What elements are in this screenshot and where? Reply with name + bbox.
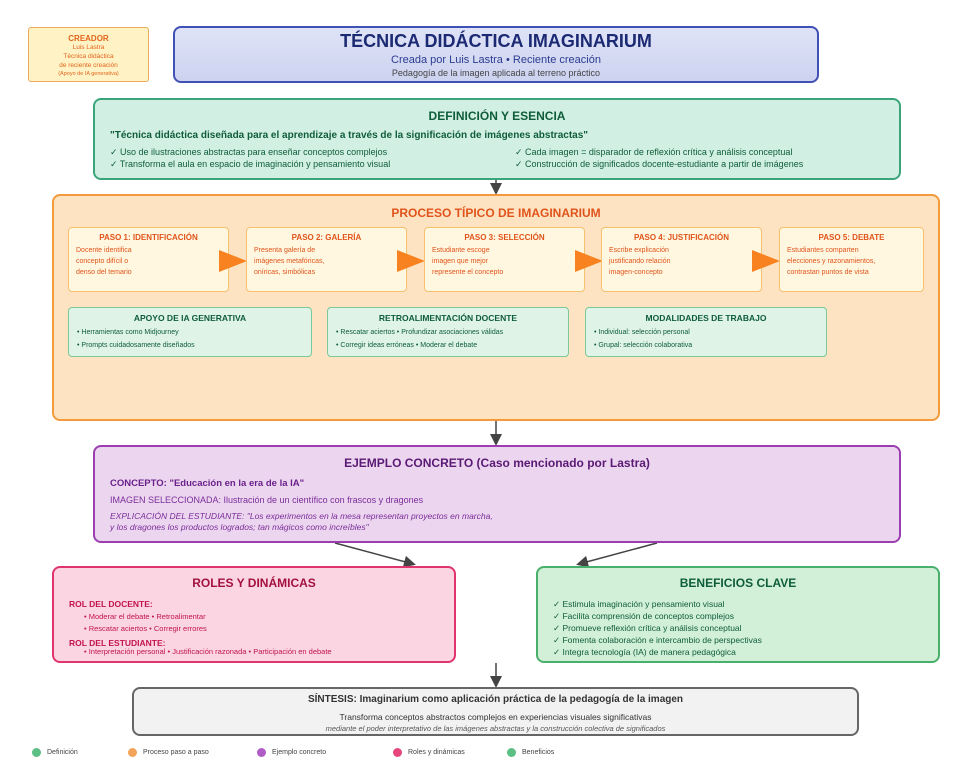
teacher-role-heading: ROL DEL DOCENTE:	[69, 599, 153, 609]
arrow-ejemplo-to-beneficios	[576, 542, 658, 568]
header-subtitle: Creada por Luis Lastra • Reciente creaci…	[391, 54, 601, 66]
student-role-heading: ROL DEL ESTUDIANTE:	[69, 638, 166, 648]
synthesis-box: SÍNTESIS: Imaginarium como aplicación pr…	[132, 687, 859, 736]
legend-item-ejemplo: Ejemplo concreto	[257, 748, 326, 757]
step-title: PASO 4: JUSTIFICACIÓN	[634, 233, 729, 242]
header-box: TÉCNICA DIDÁCTICA IMAGINARIUM Creada por…	[173, 26, 819, 83]
header-tagline: Pedagogía de la imagen aplicada al terre…	[391, 68, 601, 78]
step-body: Escribe explicación justificando relació…	[609, 247, 671, 276]
support-card-modalities: MODALIDADES DE TRABAJO • Individual: sel…	[585, 307, 827, 357]
definition-box: DEFINICIÓN Y ESENCIA "Técnica didáctica …	[93, 98, 901, 180]
definition-point: ✓ Construcción de significados docente-e…	[515, 159, 804, 169]
synthesis-line: Transforma conceptos abstractos complejo…	[339, 712, 652, 722]
legend-label: Roles y dinámicas	[408, 749, 465, 756]
definition-quote: "Técnica didáctica diseñada para el apre…	[110, 130, 589, 141]
synthesis-title: SÍNTESIS: Imaginarium como aplicación pr…	[307, 694, 684, 705]
benefit-item: ✓ Estimula imaginación y pensamiento vis…	[553, 599, 725, 609]
teacher-role-item: • Rescatar aciertos • Corregir errores	[84, 624, 207, 633]
step-card-5: PASO 5: DEBATE Estudiantes comparten ele…	[779, 227, 924, 292]
legend-dot-icon	[507, 748, 516, 757]
definition-point: ✓ Transforma el aula en espacio de imagi…	[110, 159, 391, 169]
definition-point: ✓ Cada imagen = disparador de reflexión …	[515, 147, 793, 157]
support-card-ia: APOYO DE IA GENERATIVA • Herramientas co…	[68, 307, 312, 357]
teacher-role-item: • Moderar el debate • Retroalimentar	[84, 612, 206, 621]
step-arrow-icon	[397, 250, 425, 272]
benefit-item: ✓ Promueve reflexión crítica y análisis …	[553, 623, 742, 633]
support-title: APOYO DE IA GENERATIVA	[133, 313, 247, 323]
legend-label: Definición	[47, 749, 78, 756]
definition-point: ✓ Uso de ilustraciones abstractas para e…	[110, 147, 388, 157]
benefits-title: BENEFICIOS CLAVE	[679, 576, 797, 590]
step-card-2: PASO 2: GALERÍA Presenta galería de imág…	[246, 227, 407, 292]
support-item: • Rescatar aciertos • Profundizar asocia…	[336, 329, 504, 336]
step-card-4: PASO 4: JUSTIFICACIÓN Escribe explicació…	[601, 227, 762, 292]
student-role-item: • Interpretación personal • Justificació…	[84, 647, 332, 656]
creator-line: (Apoyo de IA generativa)	[58, 71, 119, 77]
creator-heading: CREADOR	[68, 34, 109, 43]
benefit-item: ✓ Fomenta colaboración e intercambio de …	[553, 635, 762, 645]
creator-line: Luis Lastra	[72, 44, 105, 51]
step-body: Estudiantes comparten elecciones y razon…	[787, 247, 876, 276]
definition-title: DEFINICIÓN Y ESENCIA	[428, 109, 566, 123]
benefits-box: BENEFICIOS CLAVE ✓ Estimula imaginación …	[536, 566, 940, 663]
example-title: EJEMPLO CONCRETO (Caso mencionado por La…	[344, 456, 650, 470]
step-card-3: PASO 3: SELECCIÓN Estudiante escoge imag…	[424, 227, 585, 292]
step-body: Docente identifica concepto difícil o de…	[76, 247, 132, 276]
step-title: PASO 3: SELECCIÓN	[464, 233, 545, 242]
step-title: PASO 2: GALERÍA	[291, 233, 362, 242]
example-image: IMAGEN SELECCIONADA: Ilustración de un c…	[110, 495, 424, 505]
example-box: EJEMPLO CONCRETO (Caso mencionado por La…	[93, 445, 901, 543]
support-item: • Corregir ideas erróneas • Moderar el d…	[336, 342, 478, 349]
legend-label: Proceso paso a paso	[143, 749, 209, 756]
benefit-item: ✓ Integra tecnología (IA) de manera peda…	[553, 647, 736, 657]
step-body: Presenta galería de imágenes metafóricas…	[254, 247, 325, 276]
legend-dot-icon	[128, 748, 137, 757]
legend-item-roles: Roles y dinámicas	[393, 748, 465, 757]
legend-dot-icon	[257, 748, 266, 757]
step-arrow-icon	[575, 250, 603, 272]
legend-label: Beneficios	[522, 749, 555, 756]
legend-item-proceso: Proceso paso a paso	[128, 748, 209, 757]
roles-title: ROLES Y DINÁMICAS	[192, 576, 316, 590]
page-title: TÉCNICA DIDÁCTICA IMAGINARIUM	[340, 31, 652, 51]
step-body: Estudiante escoge imagen que mejor repre…	[432, 247, 504, 276]
support-item: • Herramientas como Midjourney	[77, 329, 179, 336]
benefit-item: ✓ Facilita comprensión de conceptos comp…	[553, 611, 734, 621]
support-card-feedback: RETROALIMENTACIÓN DOCENTE • Rescatar aci…	[327, 307, 569, 357]
support-title: MODALIDADES DE TRABAJO	[645, 313, 767, 323]
step-arrow-icon	[219, 250, 247, 272]
legend-item-definicion: Definición	[32, 748, 78, 757]
step-card-1: PASO 1: IDENTIFICACIÓN Docente identific…	[68, 227, 229, 292]
step-title: PASO 1: IDENTIFICACIÓN	[99, 233, 198, 242]
legend-dot-icon	[393, 748, 402, 757]
process-title: PROCESO TÍPICO DE IMAGINARIUM	[391, 206, 601, 220]
synthesis-line: mediante el poder interpretativo de las …	[325, 724, 666, 733]
step-arrow-icon	[752, 250, 780, 272]
legend-item-beneficios: Beneficios	[507, 748, 554, 757]
creator-line: Técnica didáctica	[63, 53, 114, 60]
creator-box: CREADOR Luis Lastra Técnica didáctica de…	[28, 27, 149, 82]
legend-label: Ejemplo concreto	[272, 749, 327, 756]
step-title: PASO 5: DEBATE	[818, 233, 885, 242]
support-item: • Individual: selección personal	[594, 329, 690, 336]
example-concept: CONCEPTO: "Educación en la era de la IA"	[110, 478, 305, 489]
arrow-ejemplo-to-roles	[334, 542, 416, 568]
example-explanation: EXPLICACIÓN DEL ESTUDIANTE: "Los experim…	[110, 511, 493, 532]
support-title: RETROALIMENTACIÓN DOCENTE	[378, 313, 518, 323]
support-item: • Grupal: selección colaborativa	[594, 342, 693, 349]
legend-dot-icon	[32, 748, 41, 757]
creator-line: de reciente creación	[59, 62, 118, 69]
support-item: • Prompts cuidadosamente diseñados	[77, 342, 195, 349]
roles-box: ROLES Y DINÁMICAS ROL DEL DOCENTE: • Mod…	[52, 566, 456, 663]
